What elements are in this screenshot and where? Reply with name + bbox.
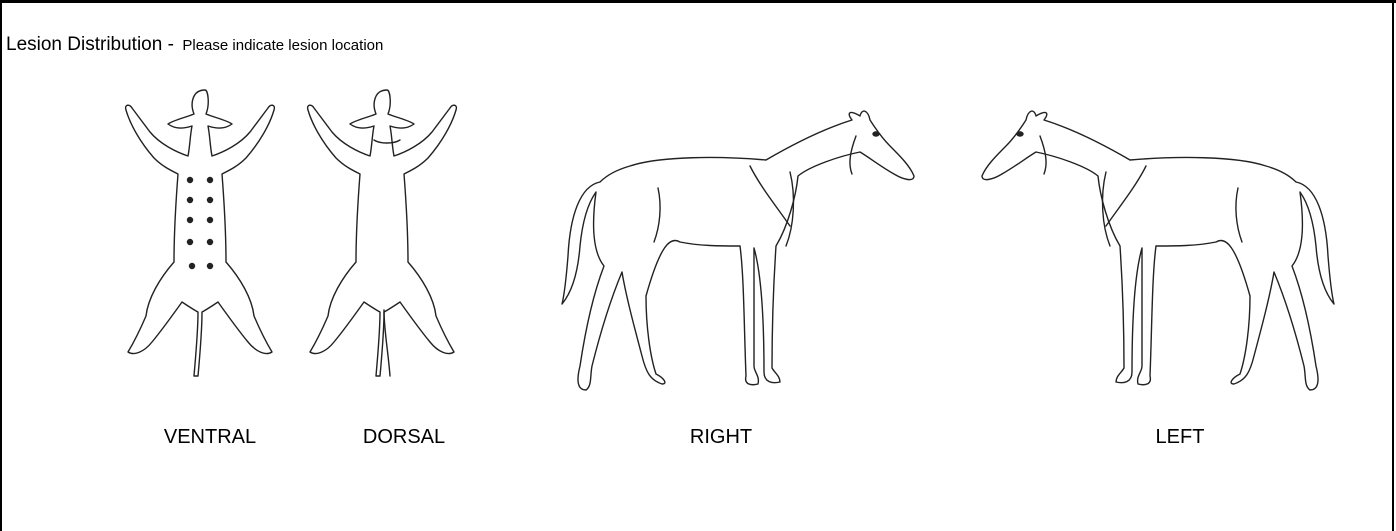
section-title: Lesion Distribution - (6, 34, 174, 55)
right-label: RIGHT (666, 426, 776, 449)
dorsal-label: DORSAL (348, 426, 460, 449)
ventral-label: VENTRAL (148, 426, 272, 449)
dorsal-view-illustration[interactable] (292, 80, 482, 390)
ventral-view-illustration[interactable] (110, 80, 300, 390)
section-instruction: Please indicate lesion location (182, 37, 383, 54)
left-view-illustration[interactable] (966, 96, 1346, 396)
right-view-illustration[interactable] (550, 96, 930, 396)
left-label: LEFT (1140, 426, 1220, 449)
section-heading: Lesion Distribution - Please indicate le… (6, 34, 383, 56)
